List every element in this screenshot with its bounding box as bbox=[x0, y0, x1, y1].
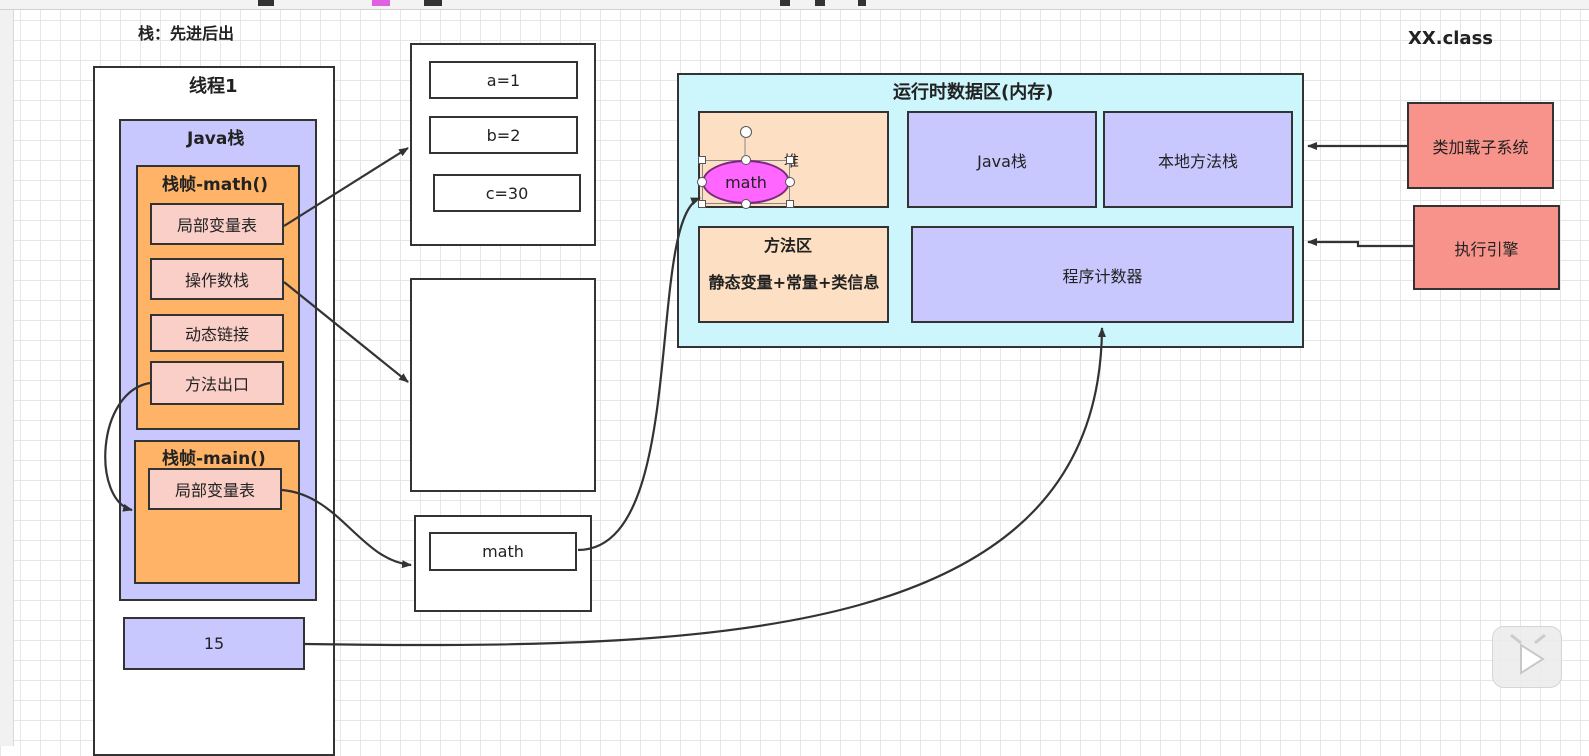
method-area-box[interactable] bbox=[698, 226, 889, 323]
rotate-handle[interactable] bbox=[740, 126, 752, 138]
left-panel-edge bbox=[0, 10, 14, 746]
frame-math-title: 栈帧-math() bbox=[162, 175, 269, 195]
method-area-title: 方法区 bbox=[764, 236, 813, 255]
thread-title: 线程1 bbox=[189, 76, 238, 97]
connection-point[interactable] bbox=[741, 155, 751, 165]
resize-handle[interactable] bbox=[786, 156, 794, 164]
toolbar-icon[interactable] bbox=[372, 0, 390, 6]
toolbar-icon[interactable] bbox=[815, 0, 825, 6]
native-method-stack[interactable]: 本地方法栈 bbox=[1103, 111, 1293, 208]
variable-a[interactable]: a=1 bbox=[429, 61, 578, 99]
play-icon bbox=[1510, 633, 1546, 675]
runtime-java-stack[interactable]: Java栈 bbox=[907, 111, 1097, 208]
frame-main-box[interactable] bbox=[134, 440, 300, 584]
arrow-main-locals-to-box bbox=[281, 488, 412, 569]
class-loader-subsystem[interactable]: 类加载子系统 bbox=[1407, 102, 1554, 189]
execution-engine[interactable]: 执行引擎 bbox=[1413, 205, 1560, 290]
main-local-math-ref[interactable]: math bbox=[429, 532, 577, 571]
resize-handle[interactable] bbox=[786, 200, 794, 208]
arrow-math-ref-to-heap bbox=[577, 196, 701, 552]
method-area-description: 静态变量+常量+类信息 bbox=[708, 273, 880, 292]
toolbar-icon[interactable] bbox=[858, 0, 866, 6]
frame-math-operand-stack[interactable]: 操作数栈 bbox=[150, 258, 284, 300]
frame-math-return-address[interactable]: 方法出口 bbox=[150, 361, 284, 405]
program-counter-value[interactable]: 15 bbox=[123, 617, 305, 670]
toolbar bbox=[0, 0, 1589, 10]
program-counter-register[interactable]: 程序计数器 bbox=[911, 226, 1294, 323]
class-label: XX.class bbox=[1408, 28, 1494, 49]
connection-point[interactable] bbox=[785, 177, 795, 187]
arrow-operand-stack-to-box bbox=[283, 281, 409, 383]
variable-c[interactable]: c=30 bbox=[433, 174, 581, 212]
frame-math-local-vars[interactable]: 局部变量表 bbox=[150, 203, 284, 245]
runtime-data-area-title: 运行时数据区(内存) bbox=[893, 82, 1054, 103]
toolbar-icon[interactable] bbox=[258, 0, 274, 6]
stack-note: 栈：先进后出 bbox=[138, 24, 235, 43]
java-stack-title: Java栈 bbox=[187, 129, 245, 149]
play-button[interactable] bbox=[1492, 626, 1562, 688]
arrow-return-address-to-main bbox=[104, 381, 151, 512]
variable-b[interactable]: b=2 bbox=[429, 116, 578, 154]
connection-point[interactable] bbox=[741, 199, 751, 209]
connection-point[interactable] bbox=[697, 177, 707, 187]
toolbar-icon[interactable] bbox=[780, 0, 790, 6]
frame-math-dynamic-link[interactable]: 动态链接 bbox=[150, 314, 284, 352]
arrow-engine-to-runtime bbox=[1307, 238, 1413, 248]
arrow-local-vars-to-table bbox=[283, 147, 409, 227]
frame-main-title: 栈帧-main() bbox=[162, 449, 266, 469]
frame-main-local-vars[interactable]: 局部变量表 bbox=[148, 468, 282, 510]
toolbar-icon[interactable] bbox=[424, 0, 442, 6]
resize-handle[interactable] bbox=[698, 156, 706, 164]
operand-stack-box[interactable] bbox=[410, 278, 596, 492]
arrow-counter-to-register bbox=[304, 327, 1106, 647]
